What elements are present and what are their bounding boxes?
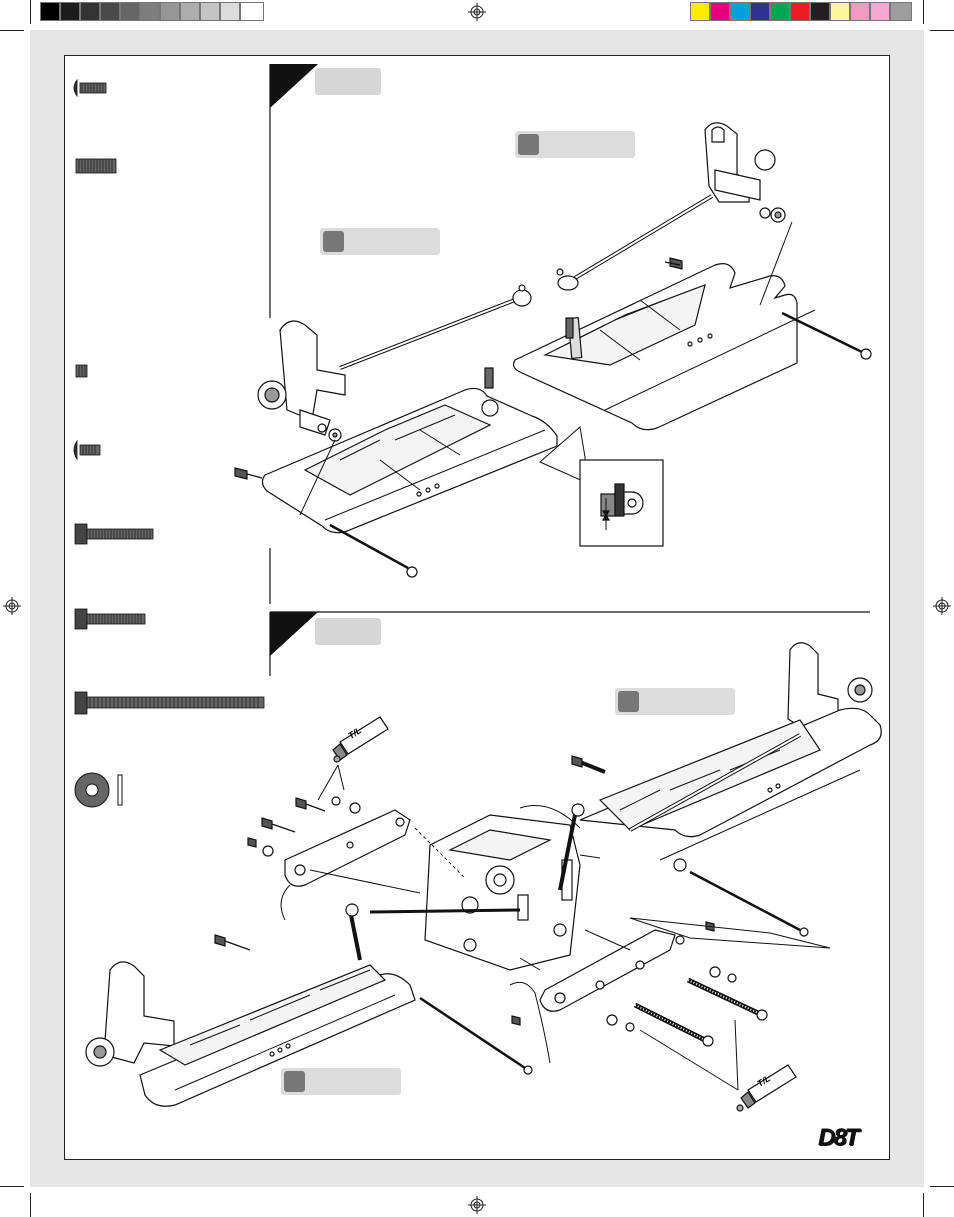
center-gearbox bbox=[424, 814, 581, 971]
set-screw-short-icon bbox=[75, 364, 88, 378]
driveshaft-right bbox=[556, 194, 714, 291]
driveshaft-left bbox=[339, 284, 532, 370]
lower-arm-left bbox=[261, 367, 558, 534]
rear-hub-carrier-right bbox=[704, 122, 786, 223]
screws-left bbox=[214, 797, 326, 951]
cap-screw-short-icon bbox=[74, 608, 146, 630]
hinge-pin-left bbox=[419, 996, 526, 1070]
button-head-screw-icon bbox=[73, 78, 107, 98]
step-2-label-box bbox=[315, 618, 381, 645]
cap-screw-long-icon bbox=[74, 691, 265, 715]
part-callout-box bbox=[281, 1068, 401, 1095]
step-1-label-box bbox=[315, 68, 381, 95]
hinge-pin-right bbox=[689, 870, 801, 932]
step-2-corner-tab bbox=[270, 612, 318, 656]
part-callout-box bbox=[615, 688, 735, 715]
cap-screw-icon bbox=[74, 523, 154, 545]
front-mount-block bbox=[284, 809, 411, 887]
step-1-corner-tab bbox=[270, 64, 318, 108]
ride-height-detail-callout bbox=[539, 426, 664, 547]
button-head-screw-short-icon bbox=[73, 439, 101, 461]
long-cap-screws-right bbox=[511, 921, 768, 1047]
pin-and-screw-right bbox=[565, 257, 872, 360]
part-callout-box bbox=[515, 131, 635, 158]
rear-hub-carrier-left bbox=[257, 320, 346, 442]
pin-and-screw-left bbox=[234, 467, 418, 578]
right-arm-assembly bbox=[579, 642, 882, 872]
lower-arm-right bbox=[512, 263, 816, 431]
washer-icon bbox=[74, 772, 123, 808]
set-screw-long-icon bbox=[75, 158, 117, 174]
rear-mount-block bbox=[539, 929, 685, 1012]
part-callout-box bbox=[320, 228, 440, 255]
thread-lock-tube-lower bbox=[736, 1064, 797, 1112]
left-arm-assembly bbox=[85, 961, 416, 1107]
brand-logo: D8T bbox=[818, 1124, 859, 1151]
instruction-sheet bbox=[64, 55, 890, 1160]
assembly-arrows bbox=[280, 805, 831, 1064]
thread-lock-tube-upper bbox=[332, 716, 389, 763]
washers-left bbox=[262, 796, 361, 857]
